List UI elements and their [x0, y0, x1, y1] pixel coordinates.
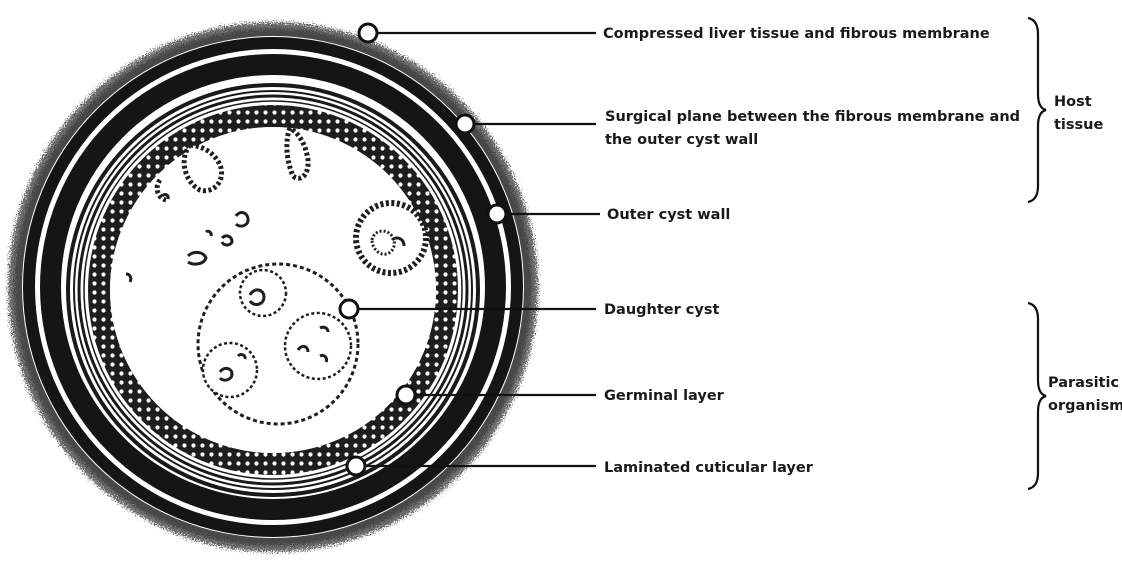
pointer-dot-laminated: [345, 455, 367, 477]
group-host-line1: Host: [1054, 94, 1092, 110]
label-surgical-plane-line1: Surgical plane between the fibrous membr…: [605, 109, 1020, 125]
group-parasitic-line2: organism: [1048, 398, 1122, 414]
wall-daughter-cyst: [353, 200, 429, 276]
group-host-line2: tissue: [1054, 117, 1103, 133]
group-parasitic-line1: Parasitic: [1048, 375, 1119, 391]
pointer-dot-outer-wall: [486, 203, 508, 225]
label-daughter-cyst: Daughter cyst: [604, 302, 719, 318]
parasitic-organism-brace: [1027, 301, 1047, 491]
host-tissue-brace: [1027, 16, 1047, 204]
pointer-dot-daughter-cyst: [338, 298, 360, 320]
pointer-dot-surgical-plane: [454, 113, 476, 135]
pointer-dot-liver: [357, 22, 379, 44]
free-protoscoleces: [125, 193, 250, 283]
laminated-layer-rings: [66, 83, 480, 497]
leader-lines: [349, 31, 600, 468]
pointer-dot-germinal: [395, 384, 417, 406]
brood-capsule-buds: [154, 124, 311, 203]
pointer-dots: [338, 22, 508, 477]
label-germinal-layer: Germinal layer: [604, 388, 725, 404]
label-surgical-plane-line2: the outer cyst wall: [605, 132, 758, 148]
label-laminated-layer: Laminated cuticular layer: [604, 460, 814, 476]
central-daughter-cyst: [196, 262, 360, 426]
label-compressed-liver: Compressed liver tissue and fibrous memb…: [603, 26, 990, 42]
label-outer-cyst-wall: Outer cyst wall: [607, 207, 730, 223]
